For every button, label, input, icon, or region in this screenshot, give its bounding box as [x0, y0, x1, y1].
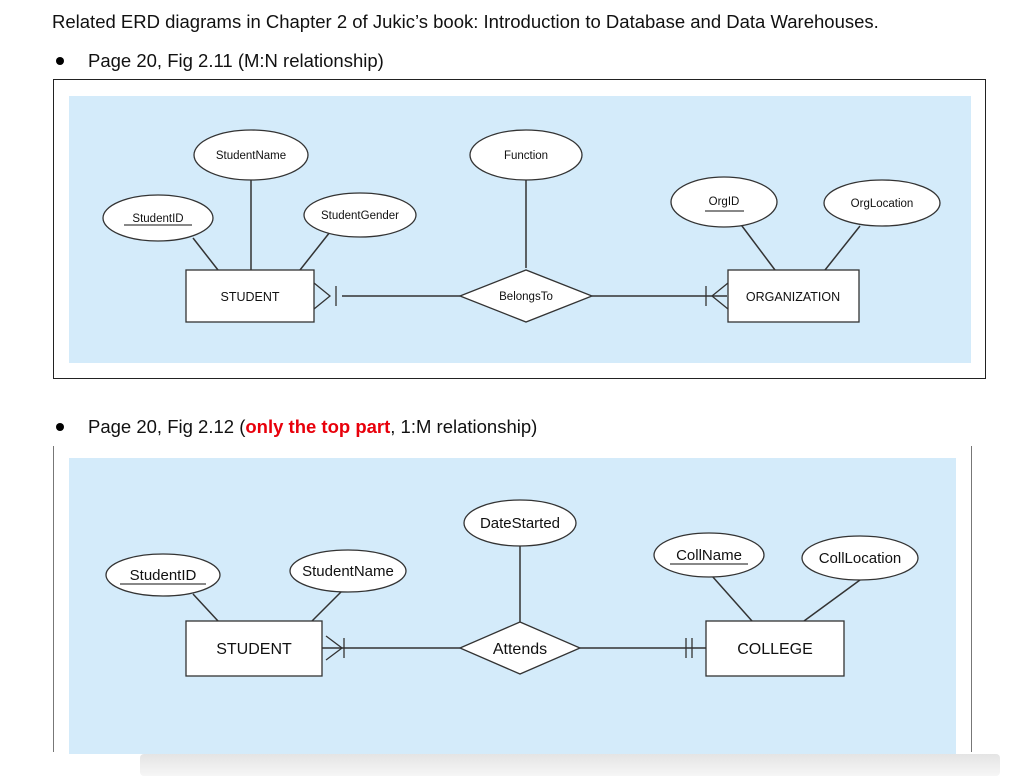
bullet-text: Page 20, Fig 2.11 (M:N relationship) — [88, 50, 384, 71]
fig-2-12-right-border — [971, 446, 972, 752]
fig-2-12-bottom-shadow — [140, 754, 1000, 776]
attribute-collname — [653, 532, 765, 578]
bullet-text: Page 20, Fig 2.12 (only the top part, 1:… — [88, 416, 538, 437]
bullet-dot — [56, 57, 64, 65]
bullet-dot — [56, 423, 64, 431]
attribute-function-label: Function — [504, 150, 548, 162]
highlight-text: only the top part — [245, 416, 391, 437]
attribute-studentname-label: StudentName — [216, 150, 286, 162]
entity-student — [185, 620, 323, 677]
attribute-colllocation-label: CollLocation — [819, 550, 902, 567]
attribute-studentid — [105, 553, 221, 597]
entity-organization — [727, 269, 860, 323]
entity-organization-label: ORGANIZATION — [746, 290, 840, 304]
attribute-datestarted — [463, 499, 577, 547]
fig-2-11-connectors — [192, 178, 861, 297]
entity-student-label: STUDENT — [220, 290, 279, 304]
relationship-belongsto-label: BelongsTo — [499, 291, 553, 303]
attribute-orgid — [670, 176, 778, 228]
attribute-studentname — [289, 549, 407, 593]
attribute-orgid-label: OrgID — [709, 196, 740, 208]
fig-2-12-connectors — [192, 545, 861, 649]
attribute-studentname — [193, 129, 309, 181]
attribute-orglocation — [823, 179, 941, 227]
fig-2-12-left-border — [53, 446, 54, 752]
attribute-collname-label: CollName — [676, 547, 742, 564]
fig-2-11-diagram: STUDENT ORGANIZATION BelongsTo StudentNa… — [69, 96, 971, 363]
attribute-studentname-label: StudentName — [302, 563, 394, 580]
attribute-studentid-label: StudentID — [132, 213, 183, 225]
attribute-colllocation — [801, 535, 919, 581]
attribute-orglocation-label: OrgLocation — [851, 198, 914, 210]
entity-student-label: STUDENT — [216, 641, 292, 658]
attribute-studentgender — [303, 192, 417, 238]
fig-2-12-diagram: STUDENT COLLEGE Attends StudentID Studen… — [69, 458, 956, 754]
attribute-studentid — [102, 194, 214, 242]
relationship-attends-label: Attends — [493, 641, 547, 658]
attribute-studentid-label: StudentID — [130, 567, 197, 584]
attribute-function — [469, 129, 583, 181]
relationship-attends — [458, 621, 582, 675]
fig-2-11-cardinality-marks — [313, 282, 729, 310]
page-heading: Related ERD diagrams in Chapter 2 of Juk… — [52, 11, 879, 32]
entity-student — [185, 269, 315, 323]
attribute-studentgender-label: StudentGender — [321, 210, 399, 222]
entity-college — [705, 620, 845, 677]
fig-2-12-cardinality-marks — [325, 635, 693, 661]
entity-college-label: COLLEGE — [737, 641, 813, 658]
attribute-datestarted-label: DateStarted — [480, 515, 560, 532]
relationship-belongsto — [458, 269, 594, 323]
